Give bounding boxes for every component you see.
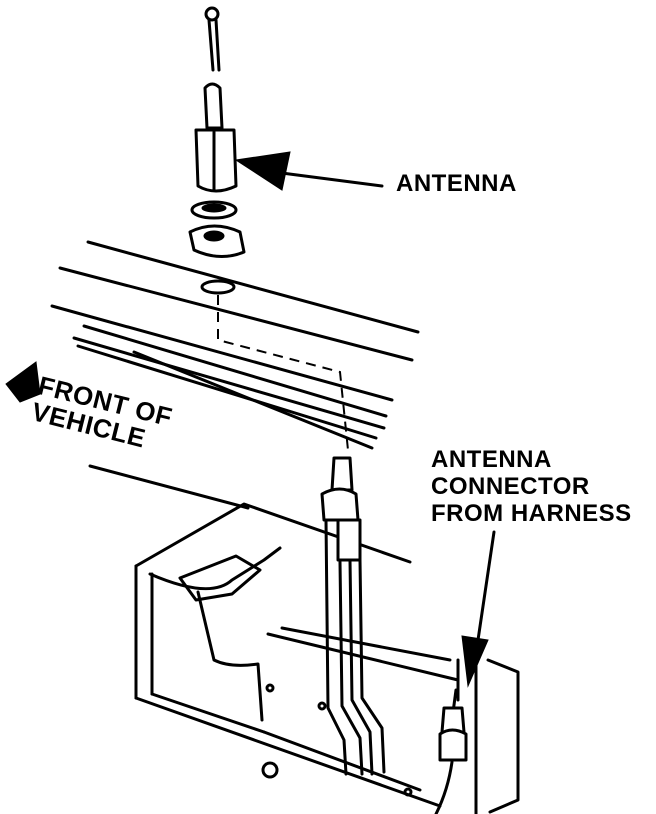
connector-label-line-2: CONNECTOR [431, 473, 590, 500]
connector-pointer-arrow [461, 530, 496, 688]
connector-label-line-1: ANTENNA [431, 446, 552, 473]
front-direction-arrow [5, 361, 41, 403]
harness-connector [434, 688, 468, 814]
mounting-bracket [134, 502, 460, 808]
antenna-mast-tip [204, 6, 221, 72]
antenna-pointer-arrow [234, 151, 384, 191]
antenna-nut [190, 200, 238, 220]
fender-panel-lines [50, 240, 420, 510]
antenna-connector-label: ANTENNA CONNECTOR FROM HARNESS [431, 446, 632, 527]
mounting-guide-line [217, 295, 349, 451]
connector-label-line-3: FROM HARNESS [431, 500, 632, 527]
antenna-mast [194, 82, 238, 193]
antenna-bezel [188, 224, 246, 258]
antenna-label: ANTENNA [396, 170, 517, 197]
antenna-gasket [200, 279, 236, 295]
antenna-cable [320, 456, 386, 776]
side-panel [474, 658, 520, 814]
